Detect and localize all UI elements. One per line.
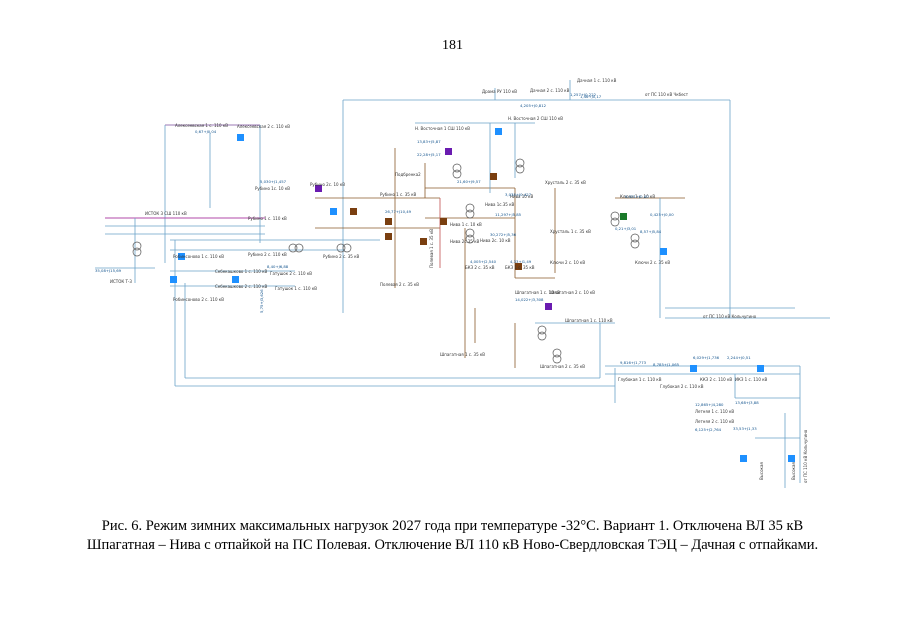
label-rubino1-110: Рубино 1 с. 110 кВ (248, 216, 287, 221)
label-rubino1-35: Рубино 1 с. 35 кВ (380, 192, 417, 197)
flow-18: 35,08+J15,69 (95, 268, 122, 273)
flow-10: 11,297+J5,85 (495, 212, 522, 217)
flow-22: 2,244+J0,51 (727, 355, 751, 360)
label-polevaya2: Полевая 2 с. 35 кВ (380, 282, 419, 287)
label-rubino1-10: Рубино 1с. 10 кВ (255, 186, 290, 191)
label-rubino2-35: Рубино 2 с. 35 кВ (323, 254, 360, 259)
flow-12: 4,33+J1,49 (510, 259, 532, 264)
label-alekseevskaya2: Алексеевская 2 с. 110 кВ (237, 124, 290, 129)
flow-26: 33,53+J1,33 (733, 426, 757, 431)
figure-caption: Рис. 6. Режим зимних максимальных нагруз… (40, 517, 865, 555)
flow-9: 3,038+J0,427 (505, 192, 532, 197)
flow-6: 22,28+J5,17 (417, 152, 441, 157)
label-shpagatnaya-1-110: Шпагатная 1 с. 110 кВ (565, 318, 613, 323)
flow-values: 1,257+J0,222 4,205+J0,812 1,46+J0,17 0,6… (95, 92, 759, 432)
label-shpagatnaya-2-35: Шпагатная 2 с. 35 кВ (540, 364, 585, 369)
flow-25: 13,68+J3,88 (735, 400, 759, 405)
flow-14: 14,022+J3,308 (515, 297, 544, 302)
caption-line-1: Рис. 6. Режим зимних максимальных нагруз… (101, 518, 804, 534)
flow-11: 30,272+J5,36 (490, 232, 517, 237)
flow-24: 6,125+J2,764 (695, 427, 722, 432)
flow-28: 0,425+J0,00 (650, 212, 674, 217)
label-niva1-10: Нива 1 с. 10 кВ (450, 222, 482, 227)
flow-1: 1,257+J0,222 (570, 92, 597, 97)
label-niva2-35: Нива 2с.35 кВ (450, 239, 479, 244)
flow-20: 8,785+J1,065 (653, 362, 680, 367)
label-letnyaya2: Летняя 2 с. 110 кВ (695, 419, 734, 424)
label-robinsonovo1: Робинсоново 1 с. 110 кВ (173, 254, 224, 259)
label-drama: Драма РУ 110 кВ (482, 89, 517, 94)
label-vostochnaya1: Н. Восточная 1 СШ 110 кВ (415, 126, 470, 131)
label-shpagatnaya-2-10: Шпагатная 2 с. 10 кВ (550, 290, 595, 295)
flow-17: 8,57+J5,84 (640, 229, 662, 234)
label-ot-ps-chkalovsk: от ПС 110 кВ Чкбест (645, 92, 689, 97)
label-dachnaya2: Дачная 2 с. 110 кВ (530, 88, 570, 93)
flow-15: 26,77+J10,49 (385, 209, 412, 214)
substation-markers (170, 128, 795, 462)
flow-23: 12,865+J4,280 (695, 402, 724, 407)
label-sibirskaya1: Себекашково 1 с. 110 кВ (215, 269, 268, 274)
label-vysokaya2: Высокая (791, 462, 796, 480)
label-rubino2-110: Рубино 2 с. 110 кВ (248, 252, 287, 257)
label-rubino2-10: Рубино 2с. 10 кВ (310, 182, 345, 187)
label-kalinovka1: Ключи 1 с. 10 кВ (620, 194, 655, 199)
label-glubokaya2: Глубокая 2 с. 110 кВ (660, 384, 704, 389)
flow-2: 4,205+J0,812 (520, 103, 547, 108)
label-alekseevskaya1: Алексеевская 1 с. 110 кВ (175, 123, 228, 128)
label-podbrenka: Подбренка2 (395, 172, 421, 177)
flow-8: 21,60+J9,57 (457, 179, 481, 184)
label-istok3: ИСТОК 3 СШ 110 кВ (145, 211, 187, 216)
label-hrustal-1-35: Хрусталь 1 с. 35 кВ (550, 229, 591, 234)
label-klyuchi2-35: Ключи 2 с. 35 кВ (635, 260, 670, 265)
label-bkz2-35: БКЗ 2 с. 35 кВ (465, 265, 495, 270)
label-shpagatnaya-1-10: Шпагатная 1 с. 10 кВ (515, 290, 560, 295)
label-kkz2: ККЗ 2 с. 110 кВ (700, 377, 732, 382)
label-letnyaya1: Летняя 1 с. 110 кВ (695, 409, 734, 414)
flow-4: 0,67+J0,04 (195, 129, 217, 134)
label-kalinovka2: Ключи 2 с. 10 кВ (550, 260, 585, 265)
label-polevaya1: Полевая 1 с. 35 кВ (429, 229, 434, 268)
label-ot-ps-kolchugino: от ПС 110 кВ Кольчугино (703, 314, 757, 319)
label-robinsonovo2: Робинсоново 2 с. 110 кВ (173, 297, 224, 302)
flow-16: 0,21+J3,01 (615, 226, 637, 231)
label-niva-2c-10: Нива 2с. 10 кВ (480, 238, 511, 243)
label-dachnaya1: Дачная 1 с. 110 кВ (577, 78, 617, 83)
page-number: 181 (442, 38, 463, 53)
label-ot-ps-kolchugino-v: от ПС 110 кВ Кольчугино (803, 429, 808, 483)
flow-21: 6,029+J1,736 (693, 355, 720, 360)
label-niva1-35: Нива 1с.35 кВ (485, 202, 514, 207)
label-ikz1: ИКЗ 1 с. 110 кВ (735, 377, 768, 382)
power-grid-diagram: Дачная 1 с. 110 кВ Дачная 2 с. 110 кВ от… (95, 78, 830, 488)
flow-13: 4,005+J2,540 (470, 259, 497, 264)
label-glubokaya1: Глубокая 1 с. 110 кВ (618, 377, 662, 382)
flow-7: 5,030+J1,457 (260, 179, 287, 184)
flow-29: 5,75+J3,626 (259, 289, 264, 313)
transmission-lines (95, 80, 830, 488)
flow-27: 0,021+J0,40 (625, 194, 649, 199)
flow-30: 8,40+J6,88 (267, 264, 289, 269)
flow-3: 1,46+J0,17 (580, 94, 602, 99)
label-niva-10: Нива 10 кВ (510, 194, 533, 199)
label-vostochnaya2: Н. Восточная 2 СШ 110 кВ (508, 116, 563, 121)
label-gatushy2: Гатушок 2 с. 110 кВ (270, 271, 312, 276)
transformer-symbols (132, 158, 640, 364)
station-labels: Дачная 1 с. 110 кВ Дачная 2 с. 110 кВ от… (110, 78, 808, 483)
label-bkz1-35: БКЗ 1 с. 35 кВ (505, 265, 535, 270)
label-gatushy1: Гатушок 1 с. 110 кВ (275, 286, 317, 291)
caption-line-2: Шпагатная – Нива с отпайкой на ПС Полева… (86, 537, 819, 553)
label-shpagatnaya-1-35: Шпагатная 1 с. 35 кВ (440, 352, 485, 357)
label-istok-t3: ИСТОК Т-3 (110, 279, 132, 284)
flow-5: 13,83+J5,87 (417, 139, 441, 144)
label-hrustal-2-35: Хрусталь 2 с. 35 кВ (545, 180, 586, 185)
label-sibirskaya2: Себекашково 2 с. 110 кВ (215, 284, 268, 289)
flow-19: 9,816+J1,773 (620, 360, 647, 365)
label-vysokaya1: Высокая (759, 462, 764, 480)
